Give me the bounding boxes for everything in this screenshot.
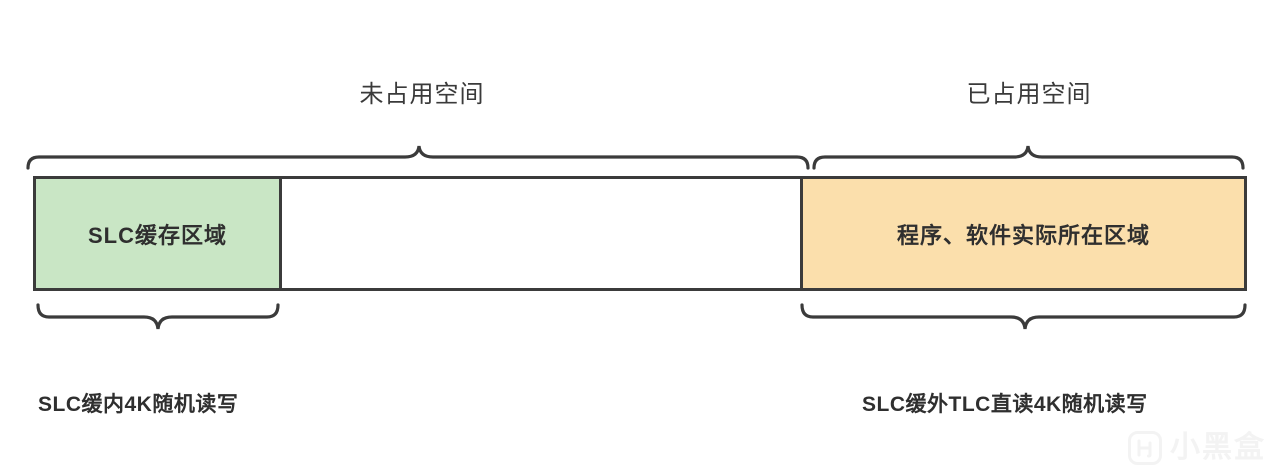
label-unoccupied-space: 未占用空间 (359, 81, 485, 108)
heybox-logo-icon (1128, 431, 1162, 465)
segment-slc-cache: SLC缓存区域 (36, 179, 282, 288)
segment-used-space: 程序、软件实际所在区域 (803, 179, 1244, 288)
brace-slc-inner-bottom (36, 303, 280, 330)
segment-free-space (282, 179, 803, 288)
watermark-text: 小黑盒 (1170, 431, 1266, 464)
capacity-bar: SLC缓存区域 程序、软件实际所在区域 (33, 176, 1247, 291)
segment-slc-cache-label: SLC缓存区域 (87, 222, 227, 248)
watermark: 小黑盒 (1128, 431, 1266, 465)
segment-used-space-label: 程序、软件实际所在区域 (896, 222, 1150, 248)
brace-occupied-top (812, 145, 1245, 170)
label-slc-inner-random-rw: SLC缓内4K随机读写 (38, 393, 239, 416)
brace-unoccupied-top (26, 145, 810, 170)
label-occupied-space: 已占用空间 (966, 81, 1092, 108)
brace-slc-outer-bottom (800, 303, 1247, 330)
label-slc-outer-random-rw: SLC缓外TLC直读4K随机读写 (862, 393, 1148, 416)
